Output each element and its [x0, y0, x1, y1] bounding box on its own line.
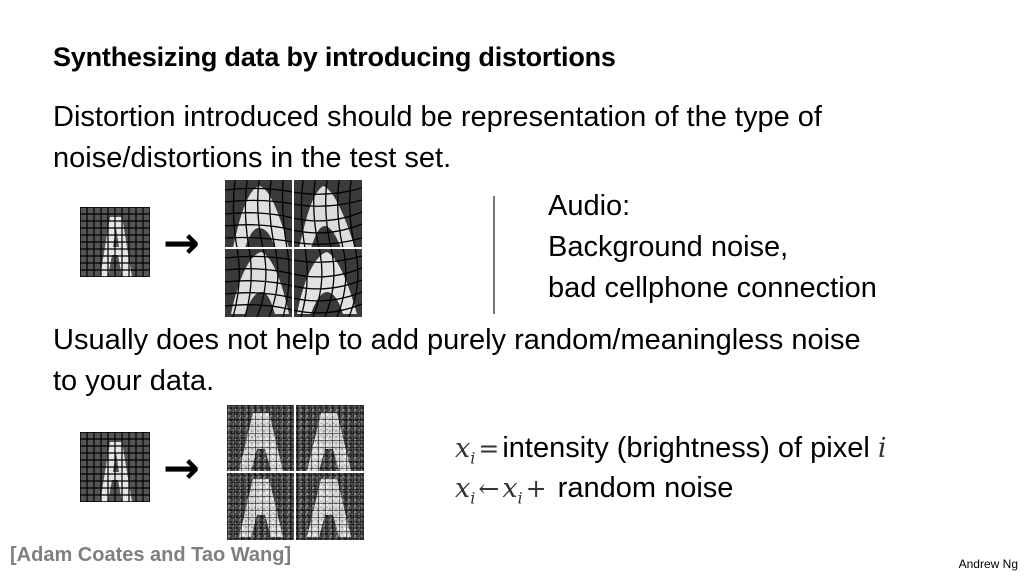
- paragraph-line: to your data.: [53, 365, 215, 397]
- math-operator: =: [478, 434, 500, 463]
- math-index: i: [877, 433, 887, 464]
- math-variable: xi: [502, 473, 523, 508]
- math-line-random-noise: xi←xi+ random noise: [455, 468, 733, 518]
- noisy-letters-image: [227, 405, 364, 540]
- original-letter-image: [80, 432, 150, 502]
- paragraph-random-noise: Usually does not help to add purely rand…: [53, 320, 861, 402]
- arrow-icon: →: [163, 218, 200, 269]
- math-variable: xi: [455, 473, 476, 508]
- math-operator: +: [525, 474, 547, 503]
- audio-line: Background noise,: [548, 231, 789, 263]
- paragraph-distortion: Distortion introduced should be represen…: [53, 97, 822, 179]
- author-credit: Andrew Ng: [958, 557, 1018, 571]
- divider-line: [493, 196, 495, 314]
- slide-title: Synthesizing data by introducing distort…: [53, 42, 616, 72]
- math-line-intensity: xi=intensity (brightness) of pixel i: [455, 428, 887, 478]
- math-variable: xi: [455, 433, 476, 468]
- citation: [Adam Coates and Tao Wang]: [10, 544, 292, 566]
- paragraph-line: Usually does not help to add purely rand…: [53, 324, 861, 356]
- audio-heading: Audio:: [548, 190, 631, 222]
- audio-line: bad cellphone connection: [548, 272, 877, 304]
- paragraph-line: Distortion introduced should be represen…: [53, 101, 822, 133]
- audio-example: Audio: Background noise, bad cellphone c…: [548, 186, 877, 309]
- distorted-letters-image: [225, 180, 362, 317]
- arrow-icon: →: [163, 443, 200, 494]
- original-letter-image: [80, 207, 150, 277]
- math-operator: ←: [478, 474, 500, 503]
- paragraph-line: noise/distortions in the test set.: [53, 142, 452, 174]
- math-text: intensity (brightness) of pixel: [502, 432, 878, 464]
- math-text: random noise: [549, 472, 734, 504]
